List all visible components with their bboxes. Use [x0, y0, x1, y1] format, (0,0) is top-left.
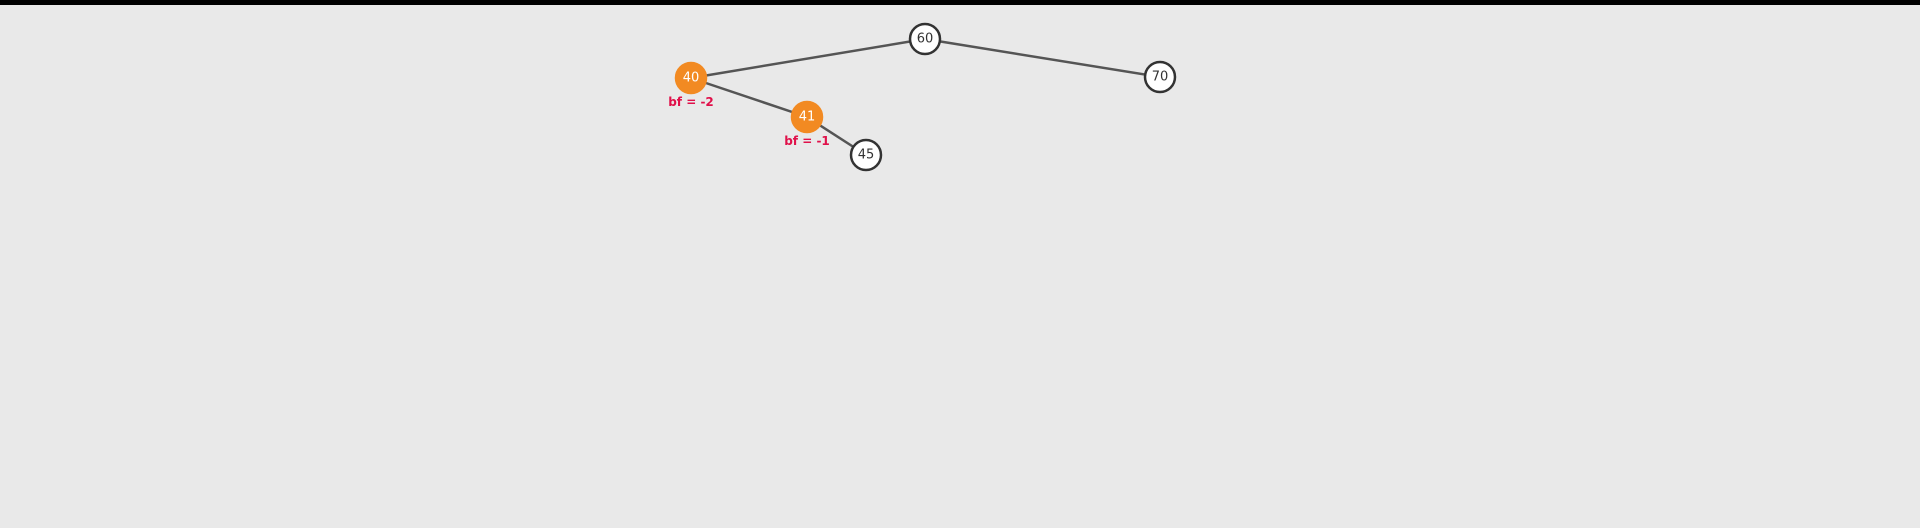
node-circle — [908, 22, 942, 56]
node-circle — [1143, 60, 1177, 94]
node-value: 60 — [917, 32, 934, 47]
node-value: 41 — [799, 110, 816, 125]
node-value: 45 — [858, 148, 875, 163]
node-value: 40 — [683, 71, 700, 86]
top-bar — [0, 0, 1920, 5]
tree-node-40[interactable]: 40 bf = -2 — [668, 61, 714, 109]
tree-node-41[interactable]: 41 bf = -1 — [784, 100, 830, 148]
balance-factor-label: bf = -1 — [784, 134, 830, 148]
node-circle — [790, 100, 824, 134]
balance-factor-label: bf = -2 — [668, 95, 714, 109]
edges-layer — [690, 37, 1161, 157]
node-circle — [674, 61, 708, 95]
tree-edge — [924, 37, 1161, 79]
tree-edge — [690, 76, 808, 119]
tree-node-60[interactable]: 60 — [908, 22, 942, 56]
tree-node-70[interactable]: 70 — [1143, 60, 1177, 94]
nodes-layer: 60 70 40 bf = -2 41 bf = -1 45 — [668, 22, 1177, 172]
node-circle — [849, 138, 883, 172]
tree-edge — [690, 37, 926, 80]
node-value: 70 — [1152, 70, 1169, 85]
tree-node-45[interactable]: 45 — [849, 138, 883, 172]
